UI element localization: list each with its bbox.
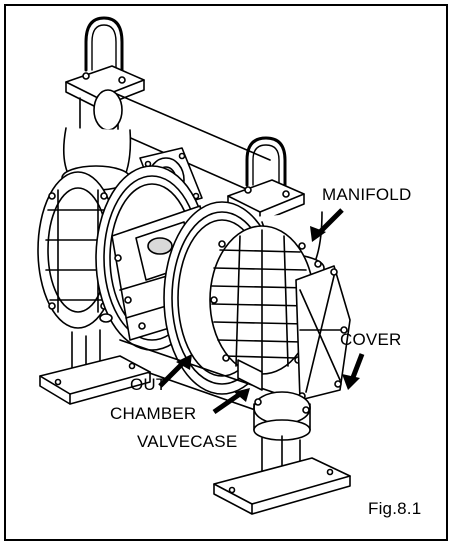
front-u-bolt	[227, 136, 305, 223]
label-out: OUT	[130, 375, 167, 394]
arrow-chamber	[212, 388, 250, 415]
rear-stand	[39, 329, 151, 405]
outer-chamber	[209, 225, 316, 375]
arrow-out	[158, 354, 192, 388]
label-cover: COVER	[340, 330, 402, 349]
front-stand	[213, 435, 351, 515]
label-chamber: CHAMBER	[110, 404, 197, 423]
leader-arrows	[158, 208, 365, 415]
label-manifold: MANIFOLD	[322, 185, 412, 204]
label-valvecase: VALVECASE	[137, 432, 238, 451]
figure-caption: Fig.8.1	[368, 499, 422, 518]
arrow-cover	[342, 353, 365, 390]
arrow-manifold	[310, 208, 344, 242]
